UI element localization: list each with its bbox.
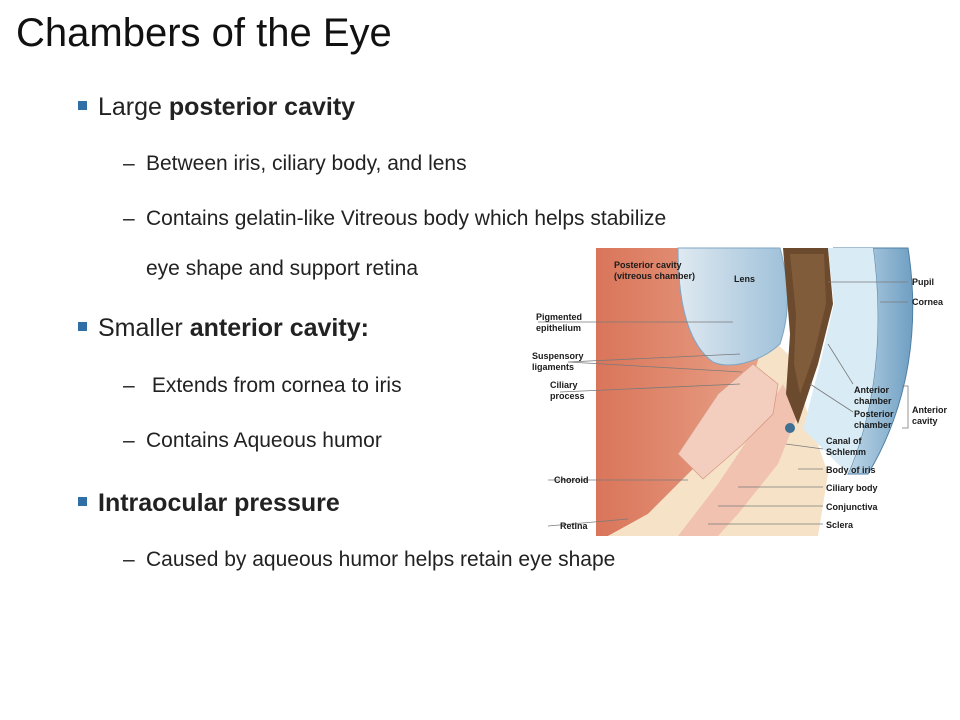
label-ciliary: Ciliary (550, 380, 578, 390)
label-retina: Retina (560, 521, 589, 531)
anterior-chamber (803, 248, 878, 474)
bullet-anterior-cavity: Smaller anterior cavity: (98, 313, 369, 343)
canal-of-schlemm (785, 423, 795, 433)
bullet-text: Smaller (98, 314, 190, 342)
label-pigmented: Pigmented (536, 312, 582, 322)
label-pupil: Pupil (912, 277, 934, 287)
sub-bullet: Contains Aqueous humor (146, 429, 382, 452)
label-body-of-iris: Body of iris (826, 465, 876, 475)
label-choroid: Choroid (554, 475, 589, 485)
label-conjunctiva: Conjunctiva (826, 502, 878, 512)
sub-bullet: Between iris, ciliary body, and lens (146, 152, 467, 175)
label-posterior-cavity: Posterior cavity (614, 260, 682, 270)
label-posterior-chamber: Posterior (854, 409, 894, 419)
label-anterior-cavity: Anterior (912, 405, 948, 415)
label-sclera: Sclera (826, 520, 854, 530)
bullet-marker (78, 497, 87, 506)
bullet-emphasis: anterior cavity: (189, 314, 369, 342)
sub-bullet: Caused by aqueous humor helps retain eye… (146, 548, 616, 571)
bullet-emphasis: posterior cavity (168, 93, 356, 121)
slide-title: Chambers of the Eye (16, 11, 392, 55)
label-ciliary-body: Ciliary body (826, 483, 878, 493)
label-suspensory: Suspensory (532, 351, 584, 361)
label-cornea: Cornea (912, 297, 944, 307)
bullet-marker (78, 101, 87, 110)
bullet-text: Large (98, 93, 169, 121)
eye-anatomy-figure: Posterior cavity (vitreous chamber) Lens… (532, 247, 948, 536)
sub-bullet-continuation: eye shape and support retina (146, 257, 419, 280)
dash-marker: – (123, 152, 135, 175)
label-epithelium: epithelium (536, 323, 581, 333)
label-vitreous-chamber: (vitreous chamber) (614, 271, 695, 281)
dash-marker: – (123, 548, 135, 571)
sub-bullet: Extends from cornea to iris (146, 374, 402, 397)
bullet-emphasis: Intraocular pressure (98, 489, 340, 517)
label-process: process (550, 391, 585, 401)
label-anterior-cavity-2: cavity (912, 416, 938, 426)
label-lens: Lens (734, 274, 755, 284)
sub-bullet: Contains gelatin-like Vitreous body whic… (146, 207, 667, 230)
choroid-band (678, 384, 798, 536)
dash-marker: – (123, 374, 135, 397)
label-canal-of-schlemm: Canal of (826, 436, 863, 446)
label-ligaments: ligaments (532, 362, 574, 372)
label-anterior-chamber: Anterior (854, 385, 890, 395)
ciliary-body (677, 363, 779, 480)
label-posterior-chamber-2: chamber (854, 420, 892, 430)
label-canal-of-schlemm-2: Schlemm (826, 447, 866, 457)
bullet-posterior-cavity: Large posterior cavity (98, 92, 355, 122)
bullet-intraocular-pressure: Intraocular pressure (98, 488, 340, 518)
dash-marker: – (123, 429, 135, 452)
dash-marker: – (123, 207, 135, 230)
bullet-marker (78, 322, 87, 331)
label-anterior-chamber-2: chamber (854, 396, 892, 406)
